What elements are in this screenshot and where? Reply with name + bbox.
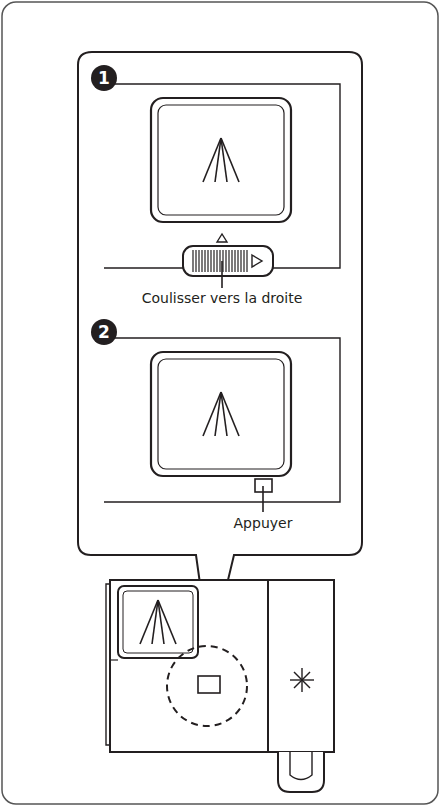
instruction-label: Coulisser vers la droite — [140, 290, 305, 307]
callout-number: 2 — [98, 322, 110, 342]
callout-number: 1 — [98, 68, 110, 88]
instruction-label: Appuyer — [232, 515, 295, 532]
